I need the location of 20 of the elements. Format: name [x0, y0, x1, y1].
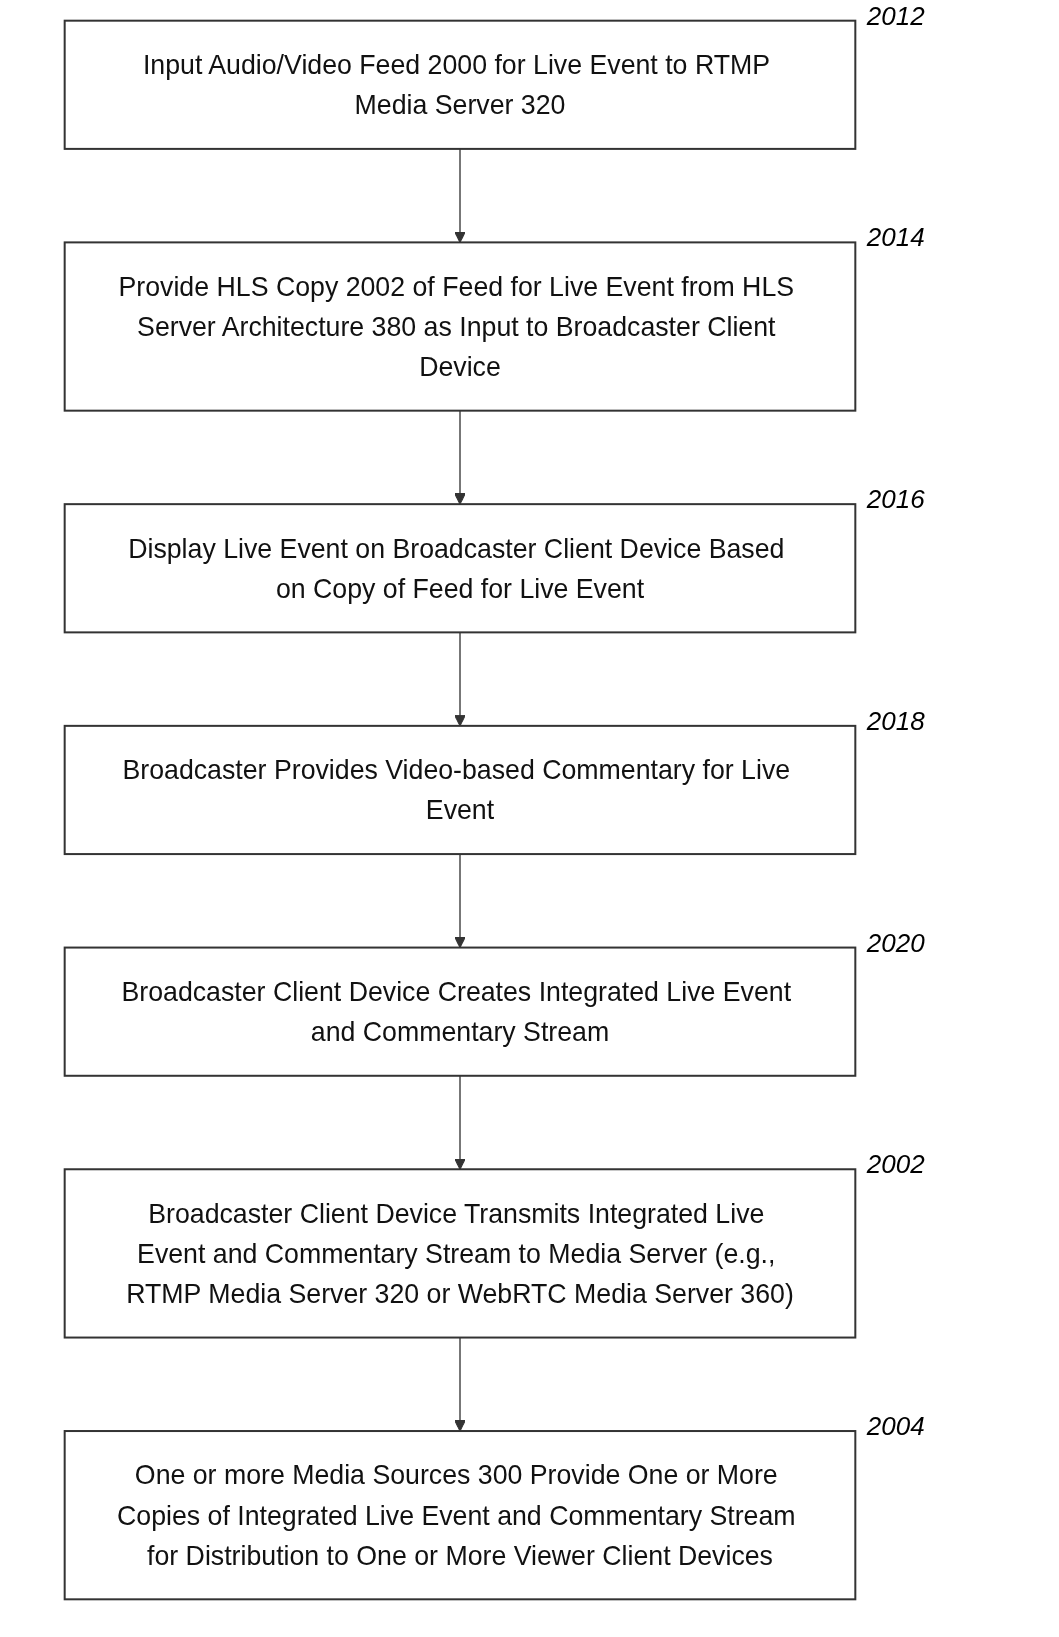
node-box: Display Live Event on Broadcaster Client Device Based on Copy of Feed for Live Event: [63, 503, 856, 634]
reference-number: 2018: [866, 705, 925, 737]
reference-number: 2020: [866, 927, 925, 959]
arrow: [453, 853, 466, 949]
arrow: [453, 631, 466, 727]
reference-number: 2016: [866, 484, 925, 516]
arrow: [453, 148, 466, 243]
node-box: One or more Media Sources 300 Provide One or More Copies of Integrated Live Event and Commentary Stream for Distribution to One or More Viewer Client Devices: [63, 1430, 856, 1601]
node-box: Broadcaster Client Device Transmits Integrated Live Event and Commentary Stream to Media Server (e.g., RTMP Media Server 320 or WebRTC Media Server 360): [63, 1168, 856, 1339]
reference-number: 2002: [866, 1149, 925, 1181]
reference-number: 2004: [866, 1411, 925, 1443]
node-box: Input Audio/Video Feed 2000 for Live Event to RTMP Media Server 320: [63, 19, 856, 150]
arrow: [453, 410, 466, 505]
node-box: Provide HLS Copy 2002 of Feed for Live Event from HLS Server Architecture 380 as Input to Broadcaster Client Device: [63, 241, 856, 412]
reference-number: 2014: [866, 222, 925, 254]
node-box: Broadcaster Client Device Creates Integrated Live Event and Commentary Stream: [63, 946, 856, 1077]
arrow: [453, 1075, 466, 1170]
node-box: Broadcaster Provides Video-based Commentary for Live Event: [63, 724, 856, 856]
reference-number: 2012: [866, 0, 925, 32]
arrow: [453, 1336, 466, 1432]
